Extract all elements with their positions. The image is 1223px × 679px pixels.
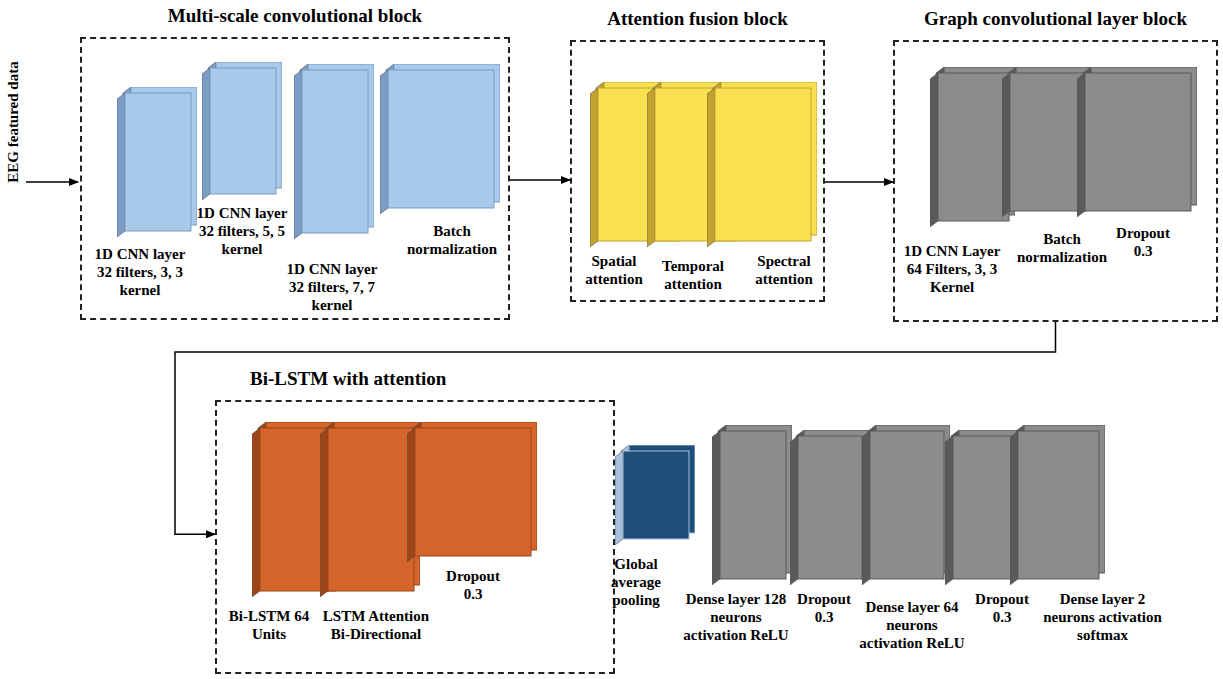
- slab-side: [1002, 73, 1010, 217]
- slab-face: [1018, 431, 1099, 579]
- layer-slab: [320, 422, 420, 597]
- layer-slab: [380, 64, 500, 214]
- layer-slab: [712, 425, 792, 585]
- layer-label: Dense layer 64 neurons activation ReLU: [858, 598, 966, 652]
- slab-side: [707, 88, 715, 247]
- block-title: Graph convolutional layer block: [895, 8, 1216, 30]
- block-title: Multi-scale convolutional block: [82, 5, 508, 27]
- slab-face: [328, 428, 414, 591]
- block-frame: Bi-LSTM with attentionBi-LSTM 64 UnitsLS…: [215, 400, 615, 674]
- layer-node: Global average pooling: [615, 445, 695, 545]
- slab-side: [252, 428, 260, 597]
- layer-label: 1D CNN layer 32 filters, 5, 5 kernel: [192, 204, 292, 258]
- layer-node: Dropout 0.3: [790, 430, 868, 585]
- layer-node: Dense layer 64 neurons activation ReLU: [862, 425, 950, 585]
- slab-face: [415, 428, 531, 556]
- layer-label: Temporal attention: [656, 257, 730, 293]
- block-title: Attention fusion block: [572, 8, 823, 30]
- layer-label: Global average pooling: [604, 555, 668, 609]
- slab-side: [712, 431, 720, 585]
- input-arrow: [26, 181, 78, 183]
- layer-label: Batch normalization: [402, 222, 502, 258]
- layer-label: Spectral attention: [748, 252, 820, 288]
- slab-face: [798, 436, 862, 579]
- layer-label: Dropout 0.3: [1112, 224, 1174, 260]
- block-frame: Attention fusion blockSpatial attentionT…: [570, 40, 825, 302]
- slab-face: [125, 93, 191, 231]
- layer-label: 1D CNN layer 32 filters, 3, 3 kernel: [90, 245, 190, 299]
- layer-slab: [862, 425, 950, 585]
- layer-label: Dense layer 128 neurons activation ReLU: [682, 590, 790, 644]
- slab-side: [647, 88, 655, 247]
- slab-face: [870, 431, 944, 579]
- layer-node: Batch normalization: [380, 64, 500, 214]
- slab-face: [388, 70, 494, 208]
- slab-face: [715, 88, 811, 241]
- layer-slab: [1077, 67, 1197, 217]
- layer-label: Bi-LSTM 64 Units: [228, 607, 310, 643]
- slab-side: [294, 70, 302, 239]
- layer-slab: [202, 62, 282, 200]
- layer-node: Spectral attention: [707, 82, 817, 247]
- layer-label: Dropout 0.3: [972, 590, 1032, 626]
- slab-side: [1077, 73, 1085, 217]
- layer-slab: [1010, 425, 1105, 585]
- layer-label: Dropout 0.3: [442, 567, 504, 603]
- layer-node: LSTM Attention Bi-Directional: [320, 422, 420, 597]
- layer-label: Dense layer 2 neurons activation softmax: [1040, 590, 1165, 644]
- slab-face: [210, 68, 276, 194]
- slab-side: [407, 428, 415, 562]
- slab-face: [302, 70, 368, 233]
- layer-slab: [707, 82, 817, 247]
- layer-slab: [117, 87, 197, 237]
- input-label: EEG featured data: [4, 22, 22, 222]
- slab-face: [623, 451, 689, 539]
- layer-node: 1D CNN layer 32 filters, 3, 3 kernel: [117, 87, 197, 237]
- layer-node: Dense layer 128 neurons activation ReLU: [712, 425, 792, 585]
- slab-face: [953, 436, 1017, 579]
- layer-label: 1D CNN Layer 64 Filters, 3, 3 Kernel: [900, 242, 1004, 296]
- slab-side: [202, 68, 210, 200]
- slab-side: [930, 73, 938, 227]
- slab-side: [117, 93, 125, 237]
- layer-label: 1D CNN layer 32 filters, 7, 7 kernel: [282, 260, 382, 314]
- layer-node: 1D CNN layer 32 filters, 7, 7 kernel: [294, 64, 374, 239]
- slab-side: [945, 436, 953, 585]
- slab-face: [1010, 73, 1086, 211]
- layer-slab: [615, 445, 695, 545]
- layer-slab: [294, 64, 374, 239]
- block-frame: Graph convolutional layer block1D CNN La…: [893, 40, 1218, 322]
- layer-slab: [407, 422, 537, 562]
- slab-face: [1085, 73, 1191, 211]
- slab-side: [380, 70, 388, 214]
- block-frame: Multi-scale convolutional block1D CNN la…: [80, 37, 510, 320]
- layer-node: 1D CNN layer 32 filters, 5, 5 kernel: [202, 62, 282, 200]
- slab-side: [1010, 431, 1018, 585]
- layer-label: Spatial attention: [578, 252, 650, 288]
- layer-node: Dropout 0.3: [1077, 67, 1197, 217]
- slab-face: [720, 431, 786, 579]
- layer-node: Dropout 0.3: [407, 422, 537, 562]
- block-title: Bi-LSTM with attention: [250, 368, 446, 390]
- slab-side: [862, 431, 870, 585]
- slab-face: [938, 73, 1009, 221]
- slab-side: [615, 451, 623, 545]
- layer-label: Batch normalization: [1012, 230, 1112, 266]
- slab-side: [790, 436, 798, 585]
- flow-arrow: [510, 179, 570, 181]
- flow-arrow: [825, 181, 893, 183]
- layer-label: LSTM Attention Bi-Directional: [320, 607, 432, 643]
- layer-slab: [790, 430, 868, 585]
- slab-side: [320, 428, 328, 597]
- layer-node: Dense layer 2 neurons activation softmax: [1010, 425, 1105, 585]
- layer-label: Dropout 0.3: [794, 590, 854, 626]
- slab-side: [590, 88, 598, 247]
